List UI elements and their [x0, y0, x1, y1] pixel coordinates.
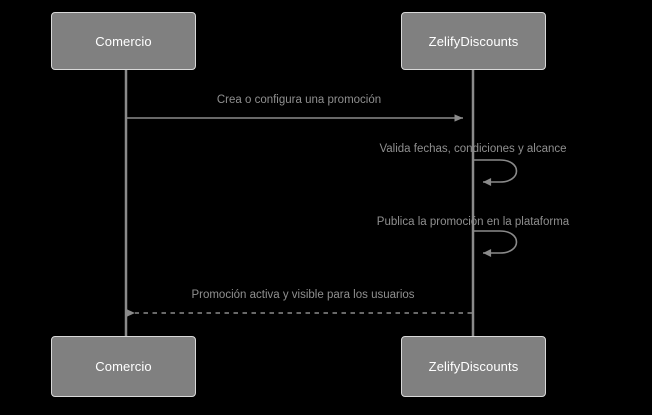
message-label-3: Publica la promoción en la plataforma: [376, 216, 570, 228]
message-label-4: Promoción activa y visible para los usua…: [191, 289, 415, 301]
message-label-2: Valida fechas, condiciones y alcance: [379, 143, 567, 155]
participant-label-comercio-bottom: Comercio: [95, 359, 152, 374]
message-self-loop-2: [474, 159, 518, 186]
participant-box-comercio-top[interactable]: Comercio: [51, 12, 196, 70]
message-self-loop-3: [474, 230, 518, 257]
participant-label-zelifydiscounts-bottom: ZelifyDiscounts: [428, 359, 519, 374]
participant-label-comercio-top: Comercio: [95, 33, 152, 49]
message-label-1: Crea o configura una promoción: [216, 94, 382, 106]
participant-box-zelifydiscounts-bottom[interactable]: ZelifyDiscounts: [401, 336, 546, 397]
participant-box-comercio-bottom[interactable]: Comercio: [51, 336, 196, 397]
participant-label-zelifydiscounts-top: ZelifyDiscounts: [428, 33, 519, 49]
participant-box-zelifydiscounts-top[interactable]: ZelifyDiscounts: [401, 12, 546, 70]
